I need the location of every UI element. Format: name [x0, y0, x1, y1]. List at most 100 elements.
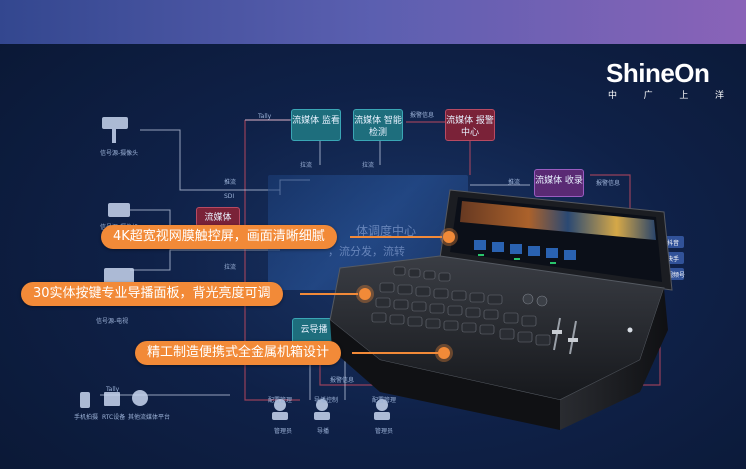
link-label-sdi: SDI [224, 193, 235, 200]
hardware-key [371, 312, 387, 323]
device-label: RTC设备 [102, 414, 126, 421]
node-stream-alarm: 流媒体 报警中心 [445, 109, 495, 141]
operator-action-label: 导播控制 [314, 397, 339, 404]
logo-char: 中 [608, 91, 618, 101]
fader-slider [569, 320, 577, 355]
link-label-tally: Tally [258, 113, 272, 120]
fader-knob [568, 338, 578, 342]
logo-wordmark: ShineOn [606, 58, 710, 88]
screen-tile [492, 242, 504, 252]
operator-action-label: 配置管理 [268, 397, 293, 404]
hardware-key [487, 294, 503, 305]
callout-connector [350, 236, 442, 238]
hardware-key [479, 324, 495, 335]
source-label: 信号源-电视 [96, 318, 129, 325]
hardware-key [408, 268, 421, 278]
screen-indicator [514, 258, 520, 260]
link-label-pull: 拉流 [224, 264, 237, 271]
hardware-key [535, 334, 551, 346]
operator-role-label: 导播 [317, 428, 330, 435]
platform-label: 抖音 [667, 240, 680, 247]
hardware-key [407, 316, 423, 327]
center-title: 体调度中心 [356, 224, 417, 238]
callout-connector [300, 293, 358, 295]
device-label: 其他流媒体平台 [128, 414, 171, 421]
console-front [330, 320, 560, 430]
operator-icon [316, 399, 328, 411]
screen-tile [474, 240, 486, 250]
hardware-key [499, 328, 515, 340]
screen-indicator [478, 254, 484, 256]
operator-action-label: 配置管理 [372, 397, 397, 404]
hardware-key [375, 297, 391, 308]
hardware-key [465, 307, 481, 318]
console-side [560, 288, 668, 430]
hardware-key [438, 272, 451, 282]
top-gradient-bar [0, 0, 746, 44]
feature-callout-screen: 4K超宽视网膜触控屏，画面清晰细腻 [101, 225, 337, 249]
hardware-key [389, 314, 405, 325]
operator-role-label: 管理员 [274, 428, 293, 435]
callout-dot [438, 347, 450, 359]
key-row-3 [371, 312, 495, 335]
callout-dot [443, 231, 455, 243]
platform-label: 快手 [667, 256, 680, 263]
shineon-logo: ShineOn 中 广 上 洋 [606, 58, 726, 101]
callout-dot [359, 288, 371, 300]
hardware-key [393, 299, 409, 310]
screen-tile [546, 248, 558, 258]
link-label-alarm: 报警信息 [596, 180, 621, 187]
platform-badge-icon [664, 236, 684, 248]
feature-callout-chassis: 精工制造便携式全金属机箱设计 [135, 341, 342, 365]
callout-connector [352, 352, 438, 354]
hardware-key [503, 312, 519, 324]
hardware-key [517, 331, 533, 343]
operator-desk-icon [374, 412, 390, 420]
link-label-pull: 拉流 [362, 162, 375, 169]
hardware-key [483, 309, 499, 320]
screen-tile [564, 250, 576, 260]
key-row-2 [375, 297, 499, 320]
fader-knob [552, 330, 562, 334]
hardware-key [411, 301, 427, 312]
hardware-key [433, 288, 449, 299]
hardware-key [425, 318, 441, 329]
link-label-alarm: 报警信息 [410, 112, 435, 119]
operator-icon [274, 399, 286, 411]
screen-tile [528, 246, 540, 256]
hardware-key [429, 303, 445, 314]
screen-indicator [550, 262, 556, 264]
hardware-key [393, 266, 406, 276]
hardware-key [379, 282, 395, 293]
operator-desk-icon [272, 412, 288, 420]
hardware-key [443, 320, 459, 331]
link-label-alarm: 报警信息 [330, 377, 355, 384]
screen-preview-row [460, 201, 656, 240]
node-stream-detect: 流媒体 智能检测 [353, 109, 403, 141]
logo-char: 广 [643, 91, 653, 101]
power-button-icon [627, 327, 633, 333]
key-cluster-right [499, 312, 551, 346]
camera-stand-icon [112, 129, 116, 143]
hardware-key [415, 286, 431, 297]
camcorder-icon [108, 203, 130, 217]
hardware-key [469, 292, 485, 303]
source-label: 信号源-摄像头 [100, 150, 139, 157]
rtc-device-icon [104, 392, 120, 406]
logo-char: 洋 [714, 91, 724, 101]
hardware-key [423, 270, 436, 280]
logo-subtitle: 中 广 上 洋 [608, 88, 724, 101]
operator-desk-icon [314, 412, 330, 420]
node-cloud-director: 云导播 [292, 318, 336, 344]
rotary-knob [536, 295, 548, 307]
hardware-key [447, 305, 463, 316]
link-label-push: 推流 [224, 179, 237, 186]
rotary-knob [522, 293, 534, 305]
node-stream-record: 流媒体 收录 [534, 169, 584, 197]
screen-tile [510, 244, 522, 254]
node-stream-monitor: 流媒体 监看 [291, 109, 341, 141]
key-row-top [393, 266, 451, 282]
platform-label: 视频号 [667, 272, 686, 279]
hardware-key [521, 315, 537, 327]
